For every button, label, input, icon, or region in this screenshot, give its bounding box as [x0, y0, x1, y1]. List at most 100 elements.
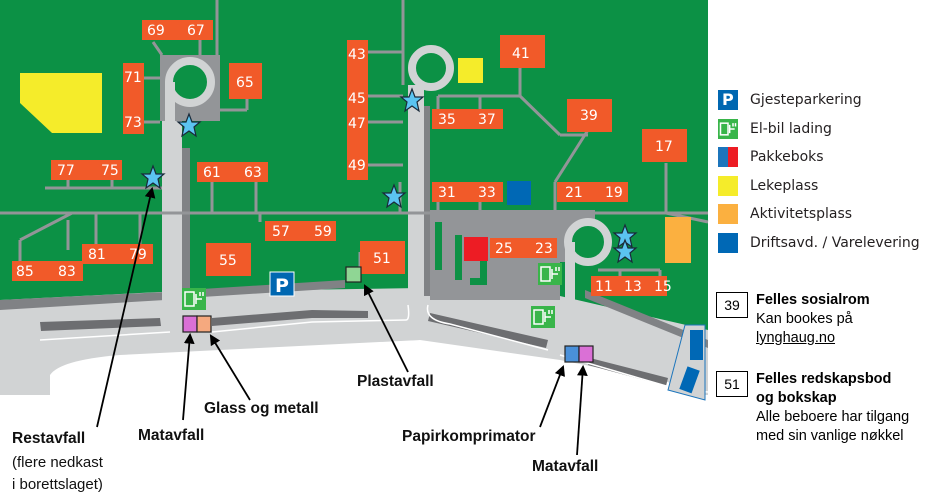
building-25-23: [490, 238, 557, 258]
parking-icon: P: [718, 90, 738, 111]
building-label: 83: [58, 264, 76, 280]
building-label: 73: [124, 115, 142, 131]
operations-swatch-icon: [718, 232, 738, 253]
legend-label: Driftsavd. / Varelevering: [750, 234, 920, 251]
arrow-plastavfall: [364, 284, 409, 373]
info-title: og bokskap: [756, 390, 837, 406]
callout-matavfall-2: Matavfall: [532, 458, 599, 475]
info-text: Felles sosialrom Kan bookes på lynghaug.…: [756, 291, 870, 348]
delivery-bay-1: [690, 330, 703, 360]
building-61-63: [197, 162, 268, 182]
info-line: med sin vanlige nøkkel: [756, 428, 904, 444]
building-label: 37: [478, 112, 496, 128]
arrow-matavfall-2: [576, 364, 588, 456]
road-center-vertical: [408, 85, 424, 295]
building-label: 63: [244, 165, 262, 181]
building-85-83: [12, 261, 83, 281]
building-label: 45: [348, 91, 366, 107]
building-21-19: [557, 182, 628, 202]
buildings: 69 67 71 73 65 77 75 61 63 81 79 85 83 5…: [12, 20, 687, 296]
building-41: [500, 35, 545, 68]
ev-charger-icon: [182, 288, 206, 310]
info-text: Felles redskapsbod og bokskap Alle beboe…: [756, 370, 909, 446]
legend-item-ev-charging: El-bil lading: [718, 115, 940, 144]
star-icon: [381, 183, 407, 209]
legend-label: El-bil lading: [750, 120, 832, 137]
building-57-59: [265, 221, 336, 241]
arrow-glass-metall: [209, 334, 251, 401]
waste-drop-stars: [140, 87, 638, 264]
container-food-waste-2: [578, 345, 594, 363]
legend-item-operations: Driftsavd. / Varelevering: [718, 229, 940, 258]
info-number: 51: [716, 371, 748, 397]
map-legend: P Gjesteparkering El-bil lading Pakkebok…: [718, 86, 940, 257]
building-label: 11: [595, 279, 613, 295]
activity-area: [665, 217, 691, 263]
star-icon: [399, 87, 425, 113]
building-label: 21: [565, 185, 583, 201]
legend-label: Gjesteparkering: [750, 92, 862, 109]
building-label: 47: [348, 116, 366, 132]
building-label: 75: [101, 163, 119, 179]
building-label: 41: [512, 46, 530, 62]
building-43-49: [347, 40, 368, 180]
road-edge-mid: [211, 304, 410, 333]
playground-swatch-icon: [718, 175, 738, 196]
callout-matavfall-1: Matavfall: [138, 427, 205, 444]
road-median-right2: [588, 358, 668, 386]
white-left-notch: [0, 395, 62, 408]
road-median-left: [40, 318, 161, 331]
info-box-51: 51 Felles redskapsbod og bokskap Alle be…: [716, 370, 940, 446]
legend-label: Lekeplass: [750, 177, 819, 194]
info-title: Felles sosialrom: [756, 292, 870, 308]
parcel-box-icon: [718, 147, 738, 168]
container-glass-metal: [196, 315, 212, 333]
callout-papirkomprimator: Papirkomprimator: [402, 428, 536, 445]
building-39: [567, 99, 612, 132]
playground-large: [20, 73, 102, 133]
ev-charger-icon: [718, 118, 738, 139]
building-label: 43: [348, 47, 366, 63]
arrow-papirkomprimator: [539, 364, 565, 428]
curb-right: [585, 290, 708, 348]
building-label: 55: [219, 253, 237, 269]
building-label: 61: [203, 165, 221, 181]
star-icon: [140, 164, 166, 190]
delivery-bay-2: [679, 366, 700, 394]
star-icon: [176, 112, 202, 138]
parking-glyph: P: [722, 90, 734, 110]
building-label: 39: [580, 108, 598, 124]
building-51: [360, 241, 405, 274]
building-71-73: [123, 63, 144, 134]
arrow-restavfall: [96, 186, 156, 428]
callout-restavfall: Restavfall: [12, 430, 86, 447]
road-edge-left: [39, 331, 171, 341]
legend-item-activity-area: Aktivitetsplass: [718, 200, 940, 229]
building-label: 49: [348, 158, 366, 174]
green-islands: [435, 222, 487, 285]
info-number: 39: [716, 292, 748, 318]
parking-icon: P: [269, 271, 295, 297]
ev-charger-icon: [531, 306, 555, 328]
legend-label: Aktivitetsplass: [750, 206, 853, 223]
info-title: Felles redskapsbod: [756, 371, 892, 387]
info-box-39: 39 Felles sosialrom Kan bookes på lyngha…: [716, 291, 940, 348]
container-food-waste-1: [182, 315, 198, 333]
road-median-right1: [428, 313, 548, 348]
building-55: [206, 243, 251, 276]
building-69-67: [142, 20, 213, 40]
building-11-15: [591, 276, 667, 296]
parcel-box-red: [464, 237, 488, 261]
roundabout-left-ring: [165, 57, 215, 107]
curb-left: [0, 292, 165, 310]
building-label: 19: [605, 185, 623, 201]
building-label: 81: [88, 247, 106, 263]
booking-link[interactable]: lynghaug.no: [756, 330, 836, 346]
callout-restavfall-sub-1: (flere nedkast: [12, 454, 103, 471]
roundabout-center-ring: [408, 45, 454, 91]
road-median-mid: [212, 310, 368, 326]
building-65: [229, 63, 262, 99]
building-label: 67: [187, 23, 205, 39]
building-label: 59: [314, 224, 332, 240]
